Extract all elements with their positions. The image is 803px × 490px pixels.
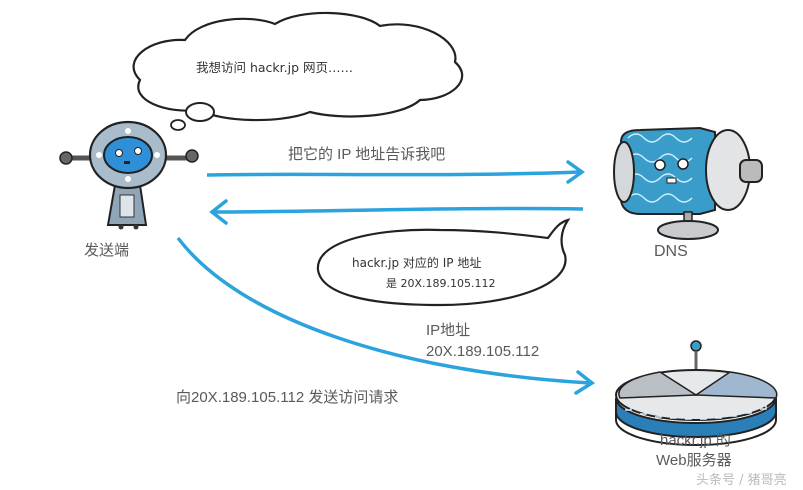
robot-icon (59, 120, 199, 230)
arrow-dns-reply (209, 199, 584, 225)
query-arrow-label: 把它的 IP 地址告诉我吧 (288, 146, 446, 163)
dns-reply-bubble (316, 218, 571, 307)
arrow-query-to-dns (206, 160, 586, 184)
watermark: 头条号 / 猪哥亮 (696, 473, 787, 488)
dns-reply-text-line2: 是 20X.189.105.112 (386, 277, 496, 290)
dns-reply-text-line1: hackr.jp 对应的 IP 地址 (352, 256, 482, 270)
thought-bubble-text: 我想访问 hackr.jp 网页…… (196, 60, 354, 75)
dns-label: DNS (654, 243, 688, 260)
web-server-label-line1: hackr.jp 的 (660, 432, 731, 449)
ip-label-line2: 20X.189.105.112 (426, 343, 540, 360)
thought-bubble (132, 11, 464, 131)
arrow-request-to-web (176, 236, 596, 395)
ip-label-line1: IP地址 (426, 322, 471, 339)
dns-server-icon (613, 126, 763, 240)
sender-label: 发送端 (84, 242, 130, 259)
web-server-label-line2: Web服务器 (656, 452, 732, 469)
web-server-icon (615, 340, 778, 446)
request-arrow-label: 向20X.189.105.112 发送访问请求 (176, 389, 399, 406)
